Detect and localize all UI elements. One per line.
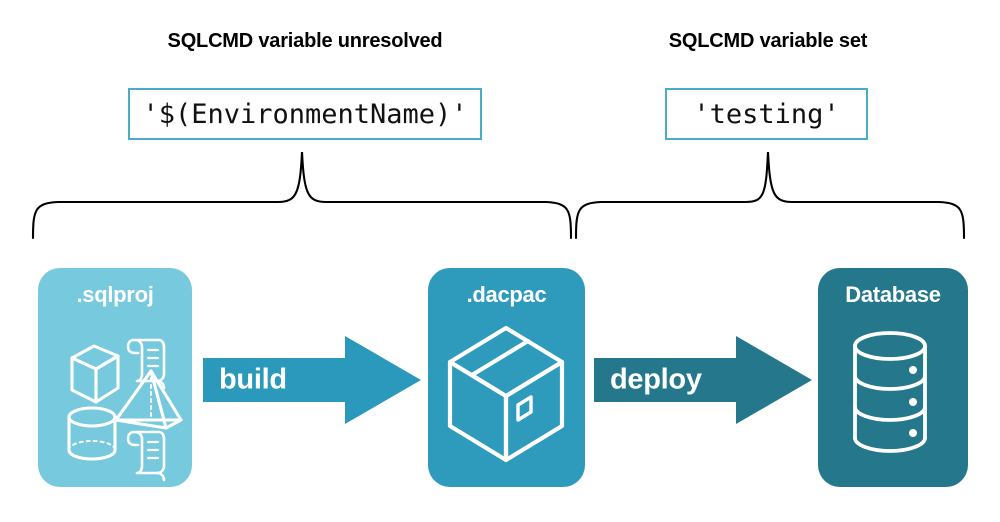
pyramid-icon — [114, 369, 183, 430]
cylinder-icon — [67, 406, 117, 461]
sqlproj-icon-group — [67, 338, 183, 482]
package-box-icon — [447, 325, 565, 463]
arrow-shape-deploy — [594, 336, 812, 424]
value-box-set: 'testing' — [665, 88, 868, 140]
database-cylinder-icon — [853, 331, 927, 453]
arrow-shape-build — [203, 336, 421, 424]
card-database: Database — [818, 268, 968, 487]
brace-unresolved — [31, 151, 573, 240]
value-box-unresolved: '$(EnvironmentName)' — [128, 88, 482, 140]
database-status-dots — [909, 366, 917, 437]
card-title-dacpac: .dacpac — [466, 282, 547, 307]
cube-icon — [70, 344, 120, 404]
card-dacpac: .dacpac — [428, 268, 585, 487]
card-title-database: Database — [845, 282, 941, 307]
scroll-icon — [126, 430, 166, 482]
group-heading-unresolved: SQLCMD variable unresolved — [167, 30, 443, 52]
arrow-build: build — [203, 336, 421, 424]
group-heading-set: SQLCMD variable set — [668, 30, 868, 52]
card-sqlproj: .sqlproj — [38, 268, 192, 487]
card-title-sqlproj: .sqlproj — [76, 282, 154, 307]
brace-set — [574, 151, 966, 240]
arrow-deploy: deploy — [594, 336, 812, 424]
